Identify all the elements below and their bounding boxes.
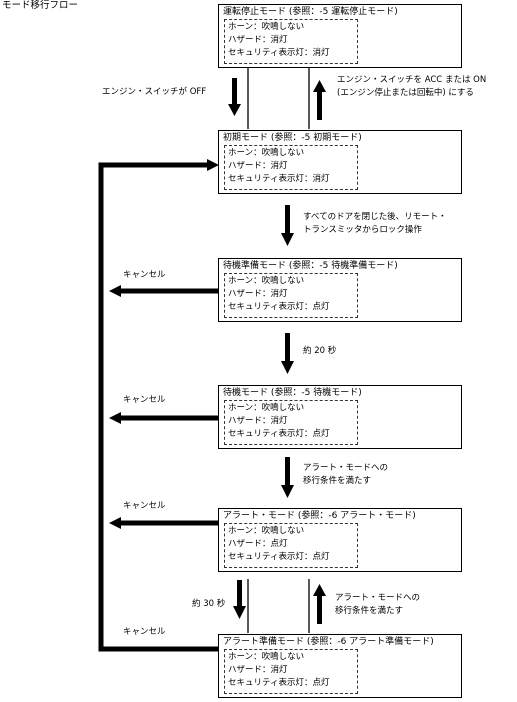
mode-title: 待機準備モード (参照：-5 待機準備モード) (223, 261, 398, 271)
label-lock-line1: すべてのドアを閉じた後、リモート・ (303, 212, 447, 222)
label-cancel: キャンセル (123, 270, 166, 280)
mode-status-box: ホーン：吹鳴しない ハザード：点灯 セキュリティ表示灯：点灯 (224, 523, 358, 568)
security-lamp-status: セキュリティ表示灯：消灯 (228, 174, 330, 184)
arrow-wait-30 (233, 580, 246, 619)
label-engine-on-line2: (エンジン停止または回転中) にする (337, 88, 474, 98)
label-wait-30: 約 30 秒 (192, 599, 226, 609)
mode-status-box: ホーン：吹鳴しない ハザード：消灯 セキュリティ表示灯：点灯 (224, 273, 358, 318)
diagram-title: モード移行フロー (2, 0, 79, 11)
label-alert-cond-line2: 移行条件を満たす (303, 476, 372, 486)
mode-title: アラート準備モード (参照：-6 アラート準備モード) (223, 637, 434, 647)
horn-status: ホーン：吹鳴しない (228, 148, 305, 158)
label-lock-line2: トランスミッタからロック操作 (303, 225, 422, 235)
arrow-alert-cond-back (313, 584, 326, 624)
hazard-status: ハザード：消灯 (228, 289, 288, 299)
hazard-status: ハザード：点灯 (228, 539, 288, 549)
arrow-engine-on (313, 80, 326, 120)
security-lamp-status: セキュリティ表示灯：消灯 (228, 48, 330, 58)
mode-box-stop: 運転停止モード (参照：-5 運転停止モード) ホーン：吹鳴しない ハザード：消… (218, 4, 462, 68)
security-lamp-status: セキュリティ表示灯：点灯 (228, 429, 330, 439)
mode-box-alert-prep: アラート準備モード (参照：-6 アラート準備モード) ホーン：吹鳴しない ハザ… (218, 634, 462, 698)
security-lamp-status: セキュリティ表示灯：点灯 (228, 678, 330, 688)
label-cancel: キャンセル (123, 395, 166, 405)
horn-status: ホーン：吹鳴しない (228, 276, 305, 286)
arrow-lock (281, 205, 294, 246)
label-cancel: キャンセル (123, 501, 166, 511)
label-engine-on-line1: エンジン・スイッチを ACC または ON (337, 75, 487, 85)
mode-box-alert: アラート・モード (参照：-6 アラート・モード) ホーン：吹鳴しない ハザード… (218, 508, 462, 572)
mode-status-box: ホーン：吹鳴しない ハザード：消灯 セキュリティ表示灯：消灯 (224, 145, 358, 190)
cancel-arrowheads (109, 159, 219, 529)
label-alert-cond-back-line1: アラート・モードへの (335, 593, 421, 603)
mode-title: アラート・モード (参照：-6 アラート・モード) (223, 511, 416, 521)
mode-box-standby-prep: 待機準備モード (参照：-5 待機準備モード) ホーン：吹鳴しない ハザード：消… (218, 258, 462, 322)
mode-status-box: ホーン：吹鳴しない ハザード：消灯 セキュリティ表示灯：点灯 (224, 400, 358, 445)
label-alert-cond-line1: アラート・モードへの (303, 463, 389, 473)
arrow-alert-cond (281, 457, 294, 498)
arrow-engine-off (228, 78, 241, 116)
horn-status: ホーン：吹鳴しない (228, 403, 305, 413)
horn-status: ホーン：吹鳴しない (228, 652, 305, 662)
mode-box-initial: 初期モード (参照：-5 初期モード) ホーン：吹鳴しない ハザード：消灯 セキ… (218, 130, 462, 194)
label-wait-20: 約 20 秒 (303, 346, 337, 356)
security-lamp-status: セキュリティ表示灯：点灯 (228, 552, 330, 562)
hazard-status: ハザード：消灯 (228, 665, 288, 675)
horn-status: ホーン：吹鳴しない (228, 22, 305, 32)
mode-status-box: ホーン：吹鳴しない ハザード：消灯 セキュリティ表示灯：消灯 (224, 19, 358, 64)
security-lamp-status: セキュリティ表示灯：点灯 (228, 302, 330, 312)
horn-status: ホーン：吹鳴しない (228, 526, 305, 536)
hazard-status: ハザード：消灯 (228, 35, 288, 45)
label-engine-off: エンジン・スイッチが OFF (102, 87, 207, 97)
mode-title: 待機モード (参照：-5 待機モード) (223, 388, 362, 398)
hazard-status: ハザード：消灯 (228, 161, 288, 171)
mode-box-standby: 待機モード (参照：-5 待機モード) ホーン：吹鳴しない ハザード：消灯 セキ… (218, 385, 462, 449)
label-cancel: キャンセル (123, 627, 166, 637)
hazard-status: ハザード：消灯 (228, 416, 288, 426)
mode-title: 初期モード (参照：-5 初期モード) (223, 133, 362, 143)
mode-status-box: ホーン：吹鳴しない ハザード：消灯 セキュリティ表示灯：点灯 (224, 649, 358, 694)
label-alert-cond-back-line2: 移行条件を満たす (335, 606, 404, 616)
arrow-wait-20 (281, 333, 294, 374)
cancel-loop (98, 162, 218, 652)
mode-title: 運転停止モード (参照：-5 運転停止モード) (223, 7, 398, 17)
